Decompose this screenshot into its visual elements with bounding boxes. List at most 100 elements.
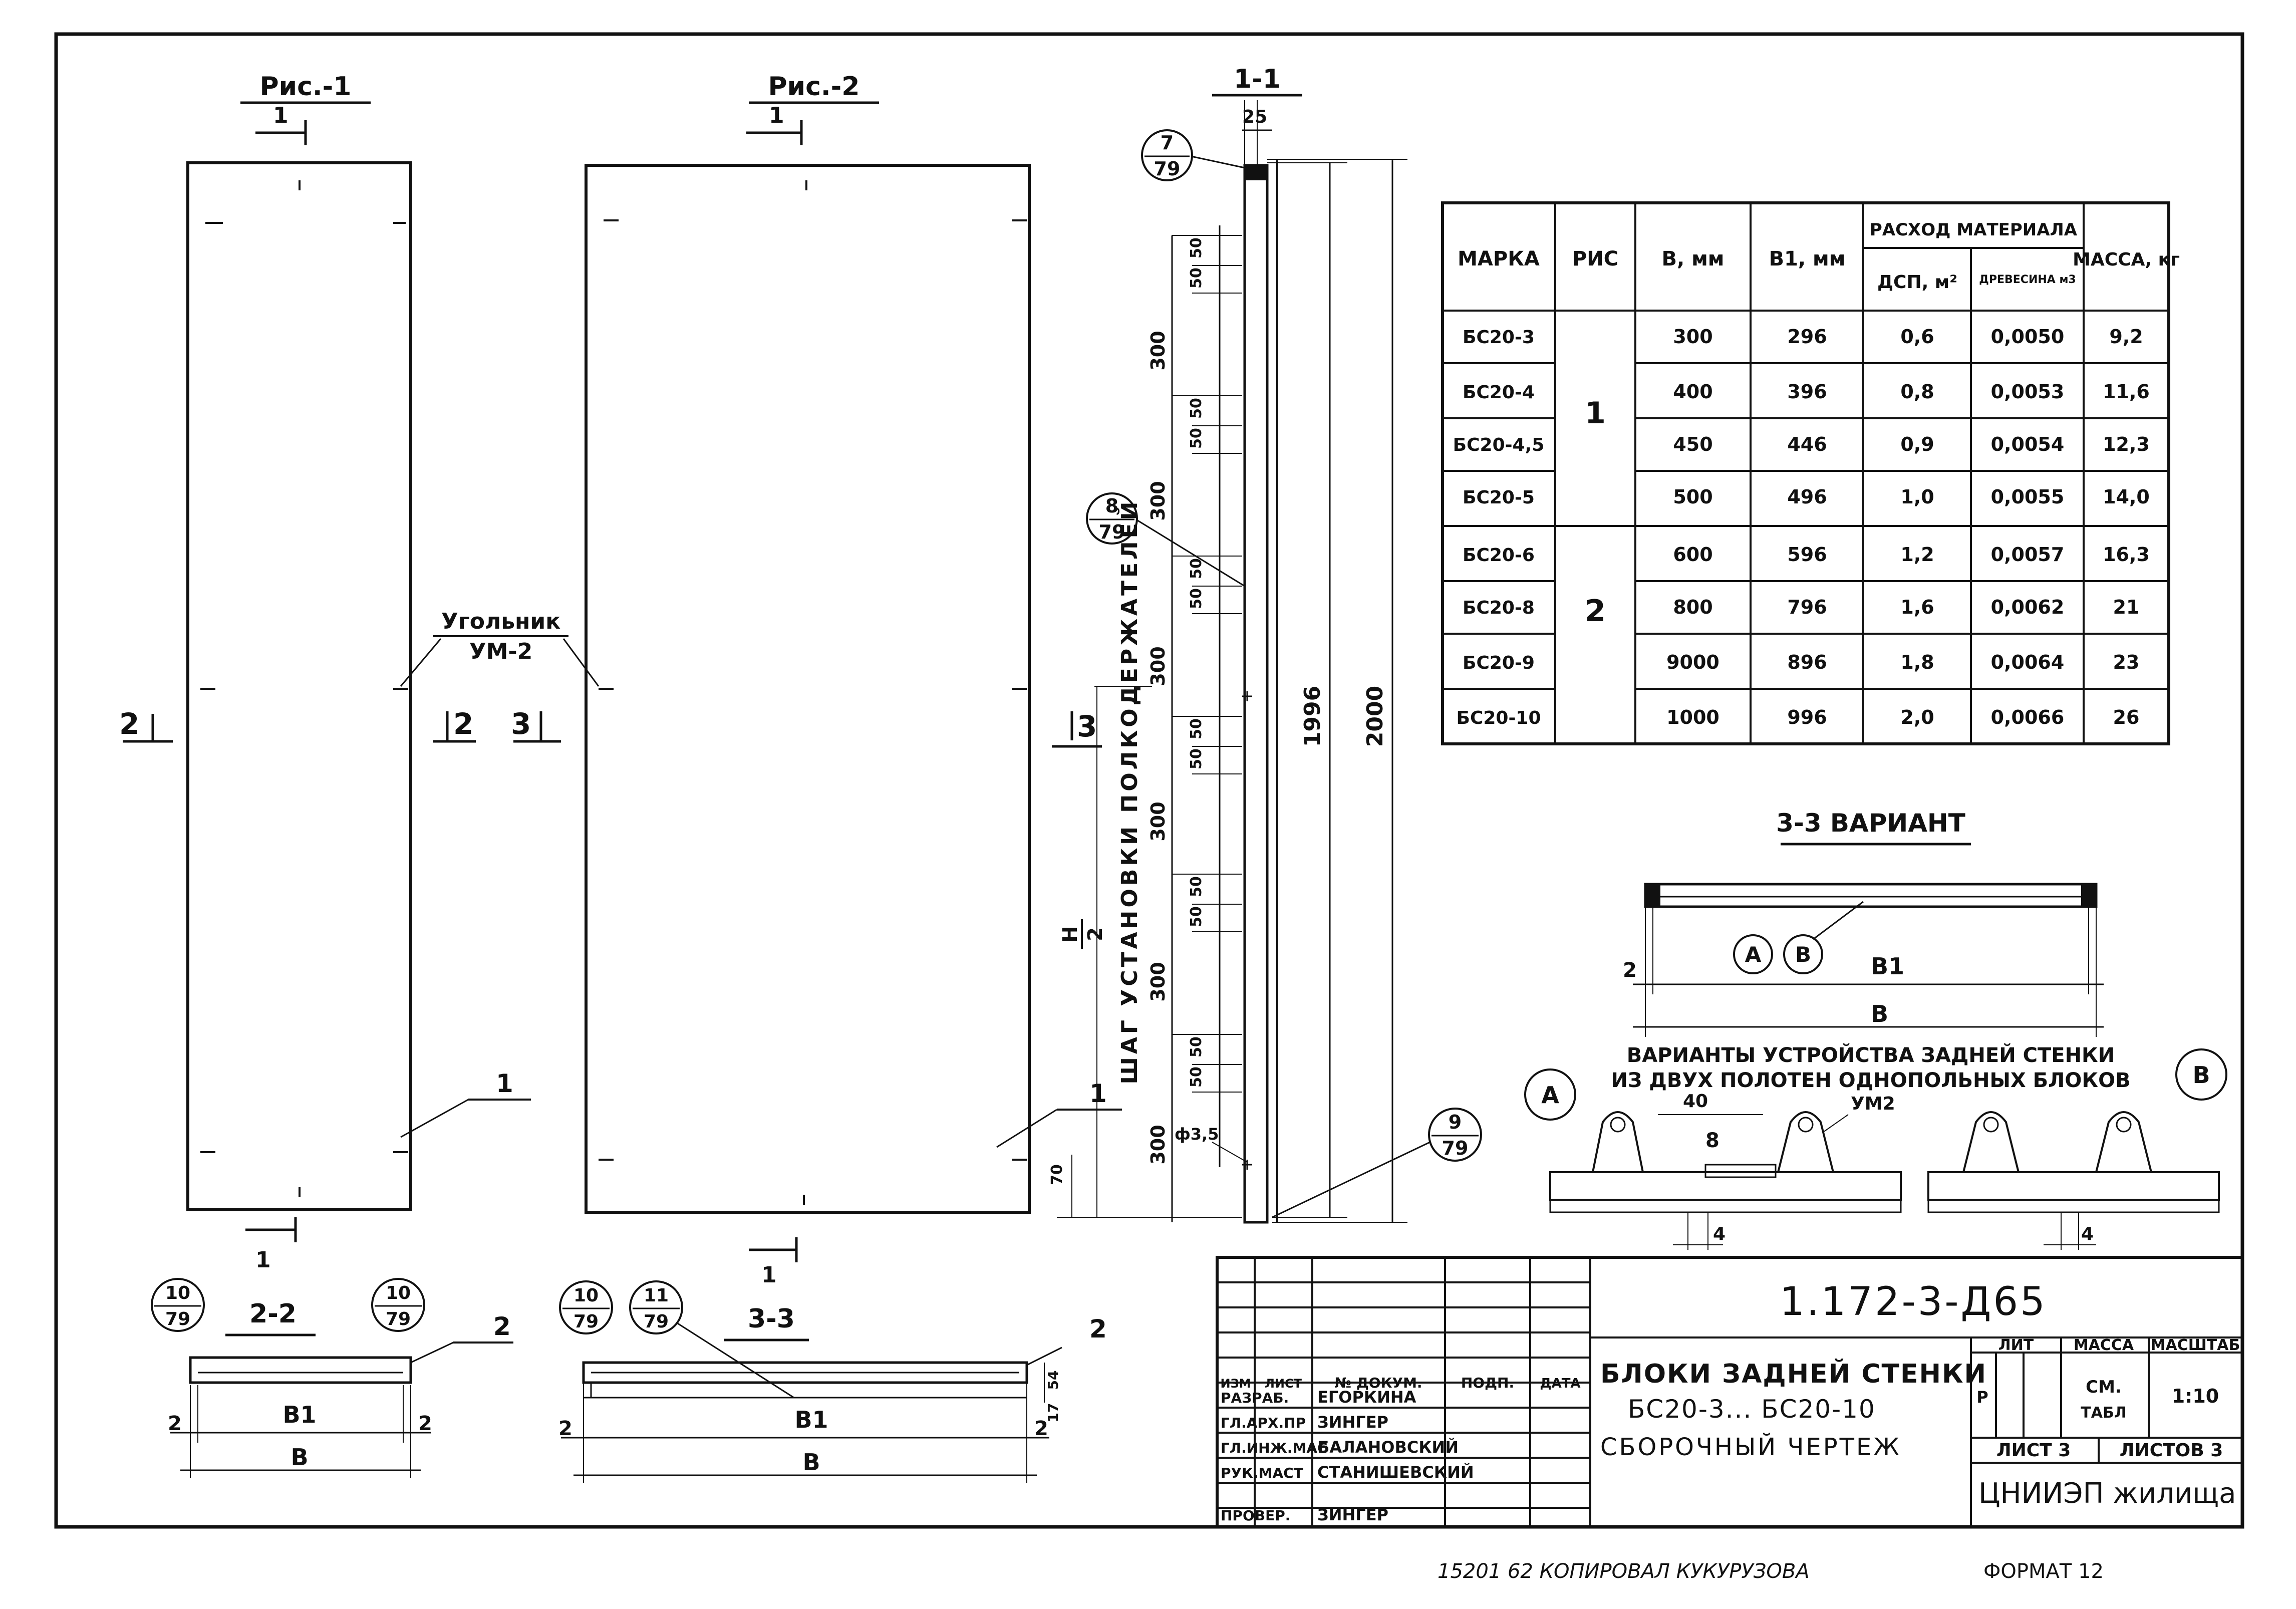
svg-text:ПОДП.: ПОДП. bbox=[1461, 1375, 1514, 1391]
svg-text:Н: Н bbox=[1059, 926, 1082, 942]
svg-text:79: 79 bbox=[1154, 158, 1181, 180]
table-cell: 0,0050 bbox=[1991, 326, 2065, 348]
svg-text:300: 300 bbox=[1147, 331, 1169, 370]
table-cell: 446 bbox=[1787, 433, 1827, 455]
table-cell: 450 bbox=[1673, 433, 1712, 455]
table-cell: 1,6 bbox=[1900, 596, 1934, 618]
svg-text:ф3,5: ф3,5 bbox=[1175, 1125, 1219, 1144]
table-cell: 0,8 bbox=[1900, 381, 1934, 403]
svg-text:50: 50 bbox=[1188, 1066, 1205, 1088]
svg-text:1:10: 1:10 bbox=[2172, 1385, 2219, 1407]
svg-text:11: 11 bbox=[644, 1285, 669, 1306]
table-cell-marka: БС20-3 bbox=[1463, 327, 1535, 348]
table-cell: 400 bbox=[1673, 381, 1712, 403]
svg-text:В1, мм: В1, мм bbox=[1769, 247, 1846, 271]
svg-text:79: 79 bbox=[165, 1309, 190, 1329]
table-cell-marka: БС20-8 bbox=[1463, 598, 1535, 618]
svg-text:7: 7 bbox=[1161, 132, 1174, 154]
table-cell: 16,3 bbox=[2103, 544, 2150, 566]
table-cell: 1,0 bbox=[1900, 486, 1934, 508]
svg-text:10: 10 bbox=[165, 1283, 190, 1303]
table-cell: 1,8 bbox=[1900, 651, 1934, 673]
svg-text:3: 3 bbox=[1077, 709, 1097, 743]
svg-text:БС20-3... БС20-10: БС20-3... БС20-10 bbox=[1628, 1395, 1876, 1424]
table-cell: 300 bbox=[1673, 326, 1712, 348]
table-cell: 896 bbox=[1787, 651, 1827, 673]
svg-text:МАСШТАБ: МАСШТАБ bbox=[2151, 1336, 2240, 1354]
svg-text:В: В bbox=[2192, 1061, 2210, 1089]
svg-text:50: 50 bbox=[1188, 906, 1205, 927]
svg-text:17: 17 bbox=[1045, 1403, 1061, 1423]
svg-text:10: 10 bbox=[573, 1285, 599, 1306]
svg-text:1996: 1996 bbox=[1300, 686, 1325, 747]
table-cell: 0,0064 bbox=[1991, 651, 2065, 673]
svg-text:50: 50 bbox=[1188, 558, 1205, 579]
table-cell: 996 bbox=[1787, 706, 1827, 728]
svg-text:50: 50 bbox=[1188, 398, 1205, 419]
svg-text:МАССА, кг: МАССА, кг bbox=[2073, 249, 2180, 270]
figure-1: Рис.-1 1 1 2 2 3 Угольник УМ-2 bbox=[119, 72, 600, 1273]
svg-text:УМ2: УМ2 bbox=[1851, 1094, 1895, 1114]
svg-text:79: 79 bbox=[386, 1309, 411, 1329]
svg-text:2: 2 bbox=[418, 1412, 432, 1435]
fig2-panel bbox=[585, 164, 1031, 1214]
table-cell: 11,6 bbox=[2103, 381, 2150, 403]
svg-text:ТАБЛ: ТАБЛ bbox=[2081, 1404, 2126, 1422]
svg-text:2: 2 bbox=[558, 1417, 572, 1440]
role-label: РУК.МАСТ bbox=[1221, 1465, 1303, 1481]
svg-text:300: 300 bbox=[1147, 646, 1169, 686]
table-cell: 2,0 bbox=[1900, 706, 1934, 728]
svg-text:4: 4 bbox=[2081, 1224, 2094, 1244]
role-label: ГЛ.ИНЖ.МАС bbox=[1221, 1440, 1328, 1456]
table-cell: 296 bbox=[1787, 326, 1827, 348]
svg-text:ДРЕВЕСИНА м3: ДРЕВЕСИНА м3 bbox=[1979, 274, 2076, 286]
table-cell: 9,2 bbox=[2109, 326, 2143, 348]
svg-text:РАСХОД МАТЕРИАЛА: РАСХОД МАТЕРИАЛА bbox=[1870, 220, 2078, 240]
svg-text:ИЗМ: ИЗМ bbox=[1220, 1377, 1251, 1391]
svg-text:2: 2 bbox=[1034, 1417, 1048, 1440]
title-block: 1.172-3-Д65 БЛОКИ ЗАДНЕЙ СТЕНКИ БС20-3..… bbox=[1216, 1256, 2244, 1528]
table-cell: 496 bbox=[1787, 486, 1827, 508]
svg-text:300: 300 bbox=[1147, 1125, 1169, 1164]
table-cell: 0,0062 bbox=[1991, 596, 2065, 618]
svg-text:МАССА: МАССА bbox=[2074, 1336, 2134, 1354]
person-name: СТАНИШЕВСКИЙ bbox=[1317, 1463, 1474, 1482]
table-cell-marka: БС20-4,5 bbox=[1453, 435, 1545, 455]
materials-table: МАРКА РИС В, мм В1, мм РАСХОД МАТЕРИАЛА … bbox=[1441, 201, 2180, 745]
pitch-label: ШАГ УСТАНОВКИ ПОЛКОДЕРЖАТЕЛЕЙ bbox=[1116, 499, 1142, 1085]
table-cell-marka: БС20-5 bbox=[1463, 487, 1535, 508]
callout-7: 7 79 bbox=[1141, 129, 1245, 181]
svg-text:300: 300 bbox=[1147, 962, 1169, 1001]
table-cell: 396 bbox=[1787, 381, 1827, 403]
svg-text:ЛИТ: ЛИТ bbox=[1998, 1336, 2034, 1354]
angle-label: Угольник bbox=[441, 609, 560, 634]
fig1-panel bbox=[186, 161, 412, 1211]
svg-text:А: А bbox=[1541, 1082, 1559, 1109]
svg-text:СБОРОЧНЫЙ ЧЕРТЕЖ: СБОРОЧНЫЙ ЧЕРТЕЖ bbox=[1600, 1433, 1901, 1461]
svg-text:В: В bbox=[291, 1444, 308, 1471]
svg-text:МАРКА: МАРКА bbox=[1458, 247, 1540, 271]
svg-text:2: 2 bbox=[493, 1312, 511, 1341]
table-cell: 0,0053 bbox=[1991, 381, 2065, 403]
svg-text:70: 70 bbox=[1048, 1164, 1066, 1185]
variant-3-3: 3-3 ВАРИАНТ 2 В1 В А В ВАРИАНТЫ УСТРОЙСТ… bbox=[1524, 809, 2227, 1250]
svg-text:ЛИСТ: ЛИСТ bbox=[1265, 1377, 1302, 1391]
svg-text:ДАТА: ДАТА bbox=[1540, 1376, 1580, 1391]
callout-9: 9 79 bbox=[1272, 1108, 1482, 1218]
svg-text:3-3 ВАРИАНТ: 3-3 ВАРИАНТ bbox=[1776, 809, 1965, 838]
table-cell: 21 bbox=[2113, 596, 2140, 618]
svg-text:8: 8 bbox=[1105, 495, 1118, 517]
svg-text:В1: В1 bbox=[1871, 953, 1904, 980]
svg-text:8: 8 bbox=[1705, 1129, 1719, 1152]
table-cell: 500 bbox=[1673, 486, 1712, 508]
table-cell: 26 bbox=[2113, 706, 2140, 728]
svg-text:1: 1 bbox=[496, 1069, 513, 1098]
svg-text:1: 1 bbox=[1585, 396, 1606, 431]
svg-text:2: 2 bbox=[1585, 594, 1606, 629]
svg-text:10: 10 bbox=[386, 1283, 411, 1303]
svg-text:9: 9 bbox=[1449, 1111, 1462, 1133]
fig2-title: Рис.-2 bbox=[768, 72, 860, 102]
svg-text:А: А bbox=[1745, 942, 1762, 967]
svg-text:ВАРИАНТЫ УСТРОЙСТВА ЗАДНЕЙ СТЕ: ВАРИАНТЫ УСТРОЙСТВА ЗАДНЕЙ СТЕНКИ bbox=[1627, 1043, 2115, 1067]
